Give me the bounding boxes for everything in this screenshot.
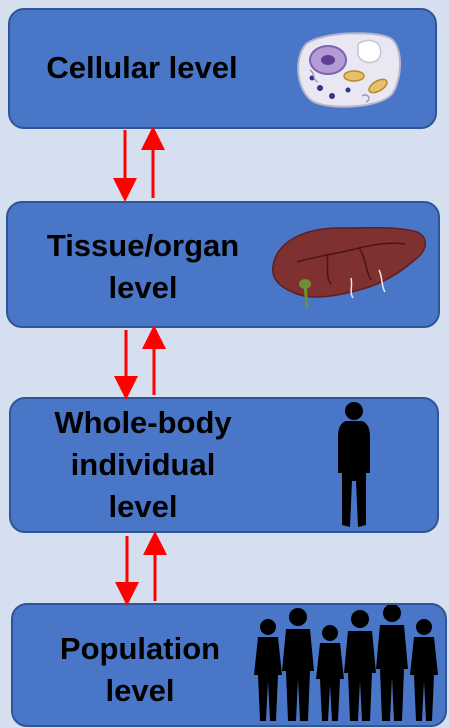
arrow-pair-tissue-whole-body [126,330,154,395]
arrow-pair-whole-body-population [127,536,155,601]
arrow-pair-cellular-tissue [125,130,153,198]
